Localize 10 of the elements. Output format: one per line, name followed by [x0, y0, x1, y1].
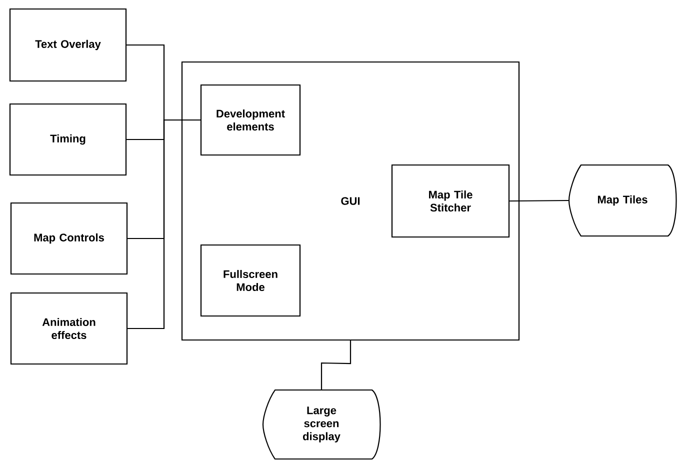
process-box: Timing	[9, 103, 127, 176]
connector-line	[320, 340, 352, 390]
process-box: Animation effects	[10, 292, 128, 365]
process-box: Map Tile Stitcher	[391, 164, 510, 238]
process-box: Map Controls	[10, 202, 128, 275]
connector-line	[128, 119, 200, 330]
connector-line	[510, 200, 568, 202]
process-box: Development elements	[200, 84, 301, 156]
process-box: Fullscreen Mode	[200, 244, 301, 317]
process-box: Text Overlay	[9, 8, 127, 82]
